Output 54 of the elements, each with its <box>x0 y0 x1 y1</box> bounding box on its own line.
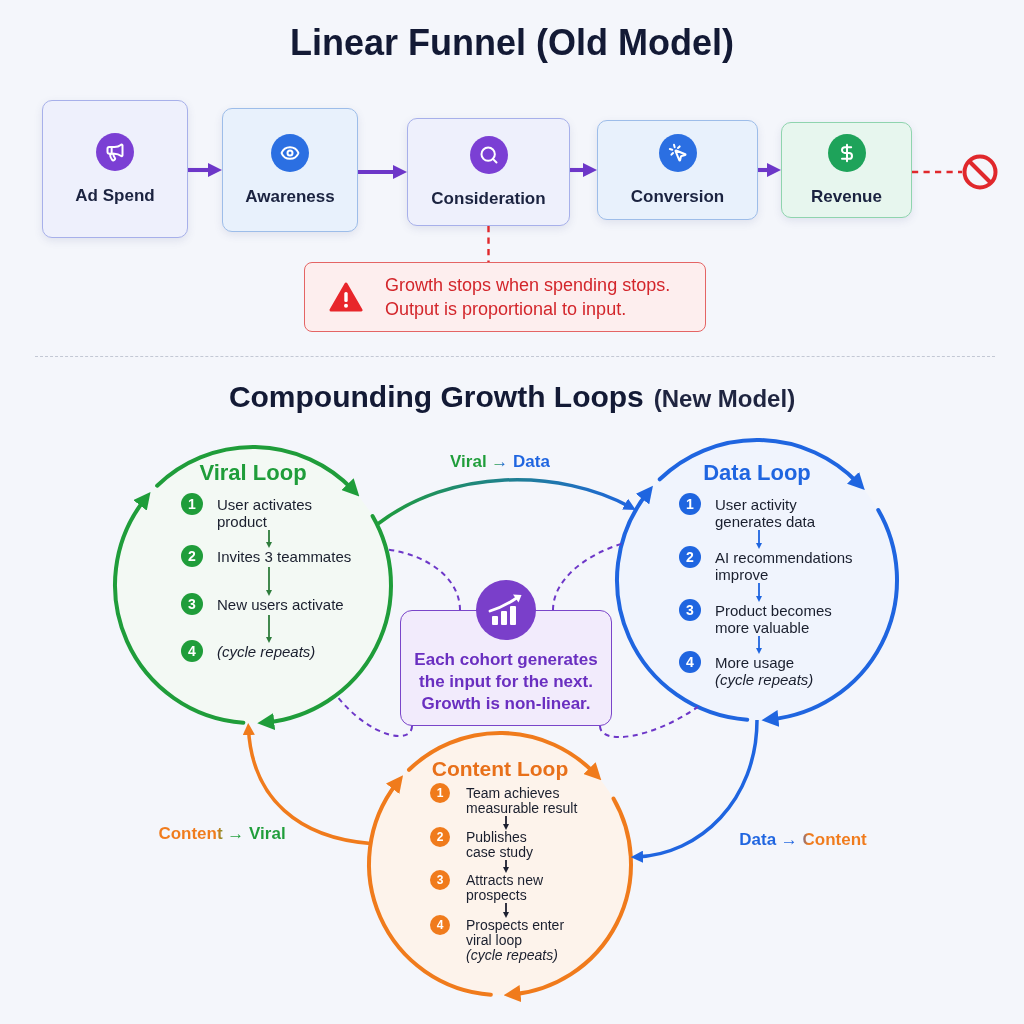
step-arrow <box>755 635 763 654</box>
flow-arrow <box>570 162 597 178</box>
step-text: (cycle repeats) <box>466 948 559 963</box>
stage-label: Conversion <box>630 185 725 207</box>
step-text: More usage <box>715 654 796 671</box>
step-text: AI recommendations improve <box>715 549 854 583</box>
stage-label: Consideration <box>431 187 546 209</box>
dashed-connector <box>912 170 962 174</box>
dashed-connector <box>487 226 490 262</box>
step-text: Team achieves measurable result <box>466 786 579 816</box>
dashed-connector <box>599 705 699 738</box>
stage-label: Revenue <box>811 185 882 207</box>
flow-arrow <box>358 164 407 180</box>
funnel-stage-box <box>222 108 358 232</box>
step-arrow <box>502 859 510 873</box>
step-text: (cycle repeats) <box>217 643 317 660</box>
funnel-stage-box <box>42 100 188 238</box>
step-arrow <box>265 566 273 596</box>
loop-title: Viral Loop <box>199 462 307 484</box>
warning-text: Growth stops when spending stops. Output is proportional to input. <box>385 274 672 321</box>
step-text: Publishes case study <box>466 830 534 860</box>
step-text: Prospects enter viral loop <box>466 918 566 948</box>
step-text: Attracts new prospects <box>466 873 545 903</box>
step-text: Invites 3 teammates <box>217 548 353 565</box>
step-arrow <box>502 902 510 918</box>
step-arrow <box>755 582 763 602</box>
warning-box <box>304 262 706 332</box>
flow-arrow <box>758 162 781 178</box>
step-text: (cycle repeats) <box>715 671 815 688</box>
funnel-stage-box <box>597 120 758 220</box>
dashed-connector <box>552 542 623 611</box>
insight-text: Each cohort generates the input for the next. Growth is non-linear. <box>413 649 599 715</box>
step-text: User activates product <box>217 496 314 530</box>
section-subheading: (New Model) <box>653 384 796 414</box>
step-text: User activity generates data <box>715 496 817 530</box>
loop-title: Content Loop <box>431 757 569 779</box>
funnel-stage-box <box>407 118 570 226</box>
loop-link-arrow <box>243 722 371 846</box>
step-text: Product becomes more valuable <box>715 602 833 636</box>
step-text: New users activate <box>217 596 345 613</box>
no-entry-icon <box>962 154 998 190</box>
loop-link-arrow <box>376 478 636 526</box>
funnel-stage-box <box>781 122 912 218</box>
section-heading: Compounding Growth Loops <box>228 379 644 415</box>
flow-arrow <box>188 162 222 178</box>
step-arrow <box>502 815 510 830</box>
loop-title: Data Loop <box>703 462 811 484</box>
step-arrow <box>265 529 273 548</box>
stage-label: Awareness <box>245 185 335 207</box>
loop-link-arrow <box>630 719 759 863</box>
step-arrow <box>265 614 273 643</box>
diagram-title: Linear Funnel (Old Model) <box>290 22 734 64</box>
stage-label: Ad Spend <box>75 184 155 206</box>
step-arrow <box>755 529 763 549</box>
